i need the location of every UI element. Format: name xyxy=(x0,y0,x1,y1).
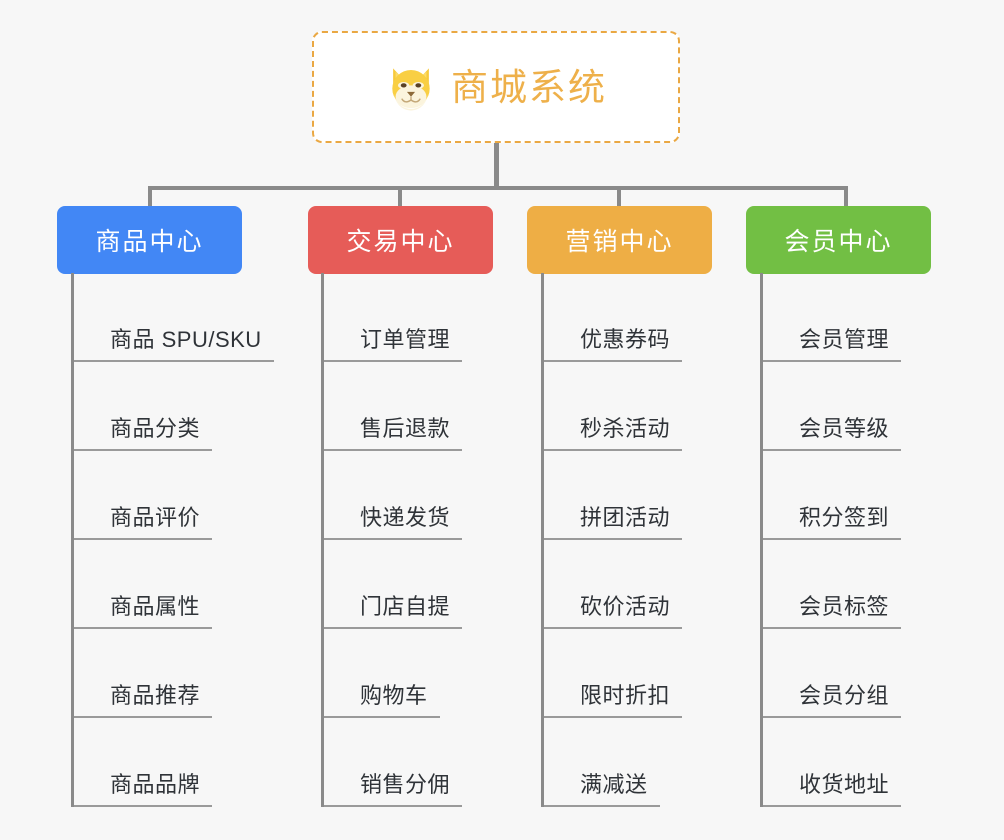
leaf-item-label: 满减送 xyxy=(580,772,648,797)
leaf-item-label: 购物车 xyxy=(360,683,428,708)
leaf-item[interactable]: 砍价活动 xyxy=(544,540,690,629)
leaf-item-label: 积分签到 xyxy=(799,505,890,530)
column-spine xyxy=(71,273,74,807)
leaf-item-label: 商品属性 xyxy=(110,594,201,619)
leaf-item-underline xyxy=(544,360,682,362)
leaf-item-label: 会员管理 xyxy=(799,327,890,352)
leaf-item-label: 销售分佣 xyxy=(360,772,451,797)
column-spine xyxy=(541,273,544,807)
connector-drop-col-2 xyxy=(398,186,402,208)
leaf-item-underline xyxy=(74,627,212,629)
shiba-dog-icon xyxy=(392,68,430,111)
connector-drop-col-4 xyxy=(844,186,848,208)
leaf-item-label: 快递发货 xyxy=(360,505,451,530)
leaf-item[interactable]: 商品分类 xyxy=(74,362,220,451)
leaf-item-label: 限时折扣 xyxy=(580,683,671,708)
root-node-mall-system[interactable]: 商城系统 xyxy=(312,31,680,143)
leaf-item-underline xyxy=(544,805,660,807)
leaf-item-underline xyxy=(74,449,212,451)
leaf-item[interactable]: 购物车 xyxy=(324,629,448,718)
leaf-item[interactable]: 会员标签 xyxy=(763,540,909,629)
column-spine xyxy=(760,273,763,807)
leaf-item-underline xyxy=(544,627,682,629)
leaf-item[interactable]: 拼团活动 xyxy=(544,451,690,540)
leaf-item-label: 会员等级 xyxy=(799,416,890,441)
leaf-item[interactable]: 商品评价 xyxy=(74,451,220,540)
leaf-item-underline xyxy=(544,449,682,451)
leaf-item-label: 售后退款 xyxy=(360,416,451,441)
category-label-member-center: 会员中心 xyxy=(784,228,893,256)
leaf-item[interactable]: 收货地址 xyxy=(763,718,909,807)
leaf-item[interactable]: 会员管理 xyxy=(763,273,909,362)
leaf-item-label: 商品推荐 xyxy=(110,683,201,708)
leaf-item-label: 砍价活动 xyxy=(580,594,671,619)
connector-root-stem xyxy=(494,143,499,188)
category-label-product-center: 商品中心 xyxy=(95,228,204,256)
leaf-item-label: 收货地址 xyxy=(799,772,890,797)
leaf-item[interactable]: 会员等级 xyxy=(763,362,909,451)
leaf-item-underline xyxy=(74,538,212,540)
category-label-trade-center: 交易中心 xyxy=(346,228,455,256)
leaf-item-label: 商品 SPU/SKU xyxy=(110,327,262,352)
leaf-item-underline xyxy=(544,538,682,540)
leaf-item[interactable]: 秒杀活动 xyxy=(544,362,690,451)
leaf-item-label: 商品分类 xyxy=(110,416,201,441)
leaf-item-underline xyxy=(324,449,462,451)
leaf-item[interactable]: 积分签到 xyxy=(763,451,909,540)
connector-drop-col-3 xyxy=(617,186,621,208)
leaf-item-label: 会员标签 xyxy=(799,594,890,619)
leaf-item[interactable]: 商品 SPU/SKU xyxy=(74,273,282,362)
leaf-item-label: 商品评价 xyxy=(110,505,201,530)
leaf-item-label: 订单管理 xyxy=(360,327,451,352)
leaf-item-underline xyxy=(74,805,212,807)
leaf-item-underline xyxy=(763,716,901,718)
leaf-item-underline xyxy=(763,538,901,540)
leaf-item-underline xyxy=(324,360,462,362)
leaf-item[interactable]: 会员分组 xyxy=(763,629,909,718)
leaf-item-underline xyxy=(763,449,901,451)
category-box-trade-center[interactable]: 交易中心 xyxy=(308,206,493,274)
leaf-item-label: 秒杀活动 xyxy=(580,416,671,441)
leaf-item-label: 商品品牌 xyxy=(110,772,201,797)
leaf-item-underline xyxy=(324,627,462,629)
category-box-marketing-center[interactable]: 营销中心 xyxy=(527,206,712,274)
leaf-item-underline xyxy=(324,716,440,718)
leaf-item[interactable]: 商品属性 xyxy=(74,540,220,629)
category-box-member-center[interactable]: 会员中心 xyxy=(746,206,931,274)
leaf-item[interactable]: 订单管理 xyxy=(324,273,470,362)
leaf-item[interactable]: 快递发货 xyxy=(324,451,470,540)
leaf-item-label: 会员分组 xyxy=(799,683,890,708)
leaf-item-underline xyxy=(763,805,901,807)
category-label-marketing-center: 营销中心 xyxy=(565,228,674,256)
leaf-item-underline xyxy=(763,360,901,362)
root-node-label: 商城系统 xyxy=(451,66,607,108)
leaf-item-underline xyxy=(74,716,212,718)
leaf-item-underline xyxy=(74,360,274,362)
leaf-item-label: 门店自提 xyxy=(360,594,451,619)
leaf-item-underline xyxy=(324,538,462,540)
leaf-item[interactable]: 门店自提 xyxy=(324,540,470,629)
connector-drop-col-1 xyxy=(148,186,152,208)
leaf-item-underline xyxy=(544,716,682,718)
leaf-item[interactable]: 限时折扣 xyxy=(544,629,690,718)
leaf-item-label: 优惠券码 xyxy=(580,327,671,352)
leaf-item-underline xyxy=(324,805,462,807)
leaf-item[interactable]: 商品推荐 xyxy=(74,629,220,718)
connector-horizontal-bus xyxy=(148,186,848,190)
leaf-item[interactable]: 满减送 xyxy=(544,718,668,807)
leaf-item-underline xyxy=(763,627,901,629)
leaf-item[interactable]: 销售分佣 xyxy=(324,718,470,807)
column-spine xyxy=(321,273,324,807)
leaf-item[interactable]: 优惠券码 xyxy=(544,273,690,362)
category-box-product-center[interactable]: 商品中心 xyxy=(57,206,242,274)
leaf-item-label: 拼团活动 xyxy=(580,505,671,530)
leaf-item[interactable]: 商品品牌 xyxy=(74,718,220,807)
leaf-item[interactable]: 售后退款 xyxy=(324,362,470,451)
